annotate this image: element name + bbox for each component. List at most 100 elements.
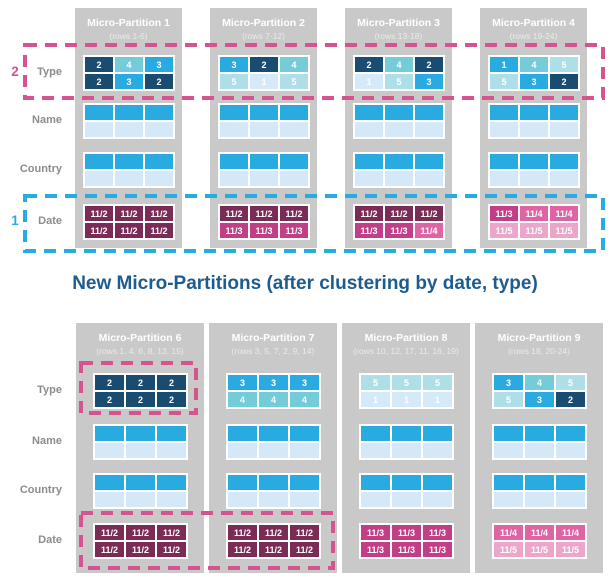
section-title: New Micro-Partitions (after clustering b…	[72, 273, 538, 294]
date-cell: 11/2	[115, 206, 143, 221]
country-cell-empty	[520, 154, 548, 169]
row-label-name-bottom: Name	[32, 435, 62, 447]
name-cell-empty	[494, 426, 523, 441]
name-cell-empty	[385, 122, 413, 137]
country-grid	[93, 473, 188, 509]
partition-header: Micro-Partition 9(rows 18, 20-24)	[475, 332, 603, 356]
partition-subtitle: (rows 1, 4, 6, 8, 13, 15)	[96, 345, 184, 356]
row-label-date-bottom: Date	[38, 534, 62, 546]
country-cell-empty	[157, 492, 186, 507]
name-cell-empty	[415, 105, 443, 120]
date-cell: 11/4	[520, 206, 548, 221]
name-cell-empty	[228, 426, 257, 441]
date-cell: 11/4	[494, 525, 523, 540]
date-cell: 11/3	[385, 223, 413, 238]
name-grid	[226, 424, 321, 460]
date-cell: 11/2	[126, 542, 155, 557]
country-cell-empty	[290, 492, 319, 507]
date-cell: 11/2	[145, 206, 173, 221]
date-cell: 11/2	[355, 206, 383, 221]
country-cell-empty	[95, 475, 124, 490]
type-cell: 4	[290, 392, 319, 407]
type-cell: 2	[85, 57, 113, 72]
country-cell-empty	[157, 475, 186, 490]
type-cell: 5	[490, 74, 518, 89]
partition-title: Micro-Partition 1	[87, 17, 170, 29]
type-cell: 3	[115, 74, 143, 89]
name-cell-empty	[95, 443, 124, 458]
country-grid	[226, 473, 321, 509]
partition-subtitle: (rows 7-12)	[242, 30, 285, 41]
name-cell-empty	[157, 443, 186, 458]
name-cell-empty	[556, 426, 585, 441]
partition-header: Micro-Partition 1(rows 1-6)	[75, 17, 182, 41]
type-cell: 4	[525, 375, 554, 390]
date-cell: 11/3	[392, 542, 421, 557]
name-grid	[359, 424, 454, 460]
country-cell-empty	[95, 492, 124, 507]
country-cell-empty	[145, 171, 173, 186]
type-cell: 5	[550, 57, 578, 72]
type-cell: 1	[490, 57, 518, 72]
date-cell: 11/2	[259, 542, 288, 557]
name-cell-empty	[145, 122, 173, 137]
type-cell: 2	[145, 74, 173, 89]
type-cell: 4	[259, 392, 288, 407]
row-label-type-bottom: Type	[37, 384, 62, 396]
name-cell-empty	[490, 105, 518, 120]
country-cell-empty	[228, 492, 257, 507]
type-cell: 3	[145, 57, 173, 72]
date-cell: 11/5	[525, 542, 554, 557]
country-cell-empty	[220, 154, 248, 169]
country-cell-empty	[385, 154, 413, 169]
name-grid	[488, 103, 580, 139]
type-cell: 2	[415, 57, 443, 72]
type-cell: 3	[520, 74, 548, 89]
name-cell-empty	[115, 122, 143, 137]
date-cell: 11/2	[415, 206, 443, 221]
name-cell-empty	[126, 443, 155, 458]
type-cell: 3	[415, 74, 443, 89]
type-cell: 5	[556, 375, 585, 390]
type-cell: 3	[259, 375, 288, 390]
country-cell-empty	[361, 475, 390, 490]
country-grid	[359, 473, 454, 509]
name-cell-empty	[520, 105, 548, 120]
country-cell-empty	[250, 171, 278, 186]
partition-subtitle: (rows 10, 12, 17, 11, 16, 19)	[353, 345, 459, 356]
name-cell-empty	[550, 105, 578, 120]
country-cell-empty	[220, 171, 248, 186]
country-grid	[353, 152, 445, 188]
type-cell: 5	[220, 74, 248, 89]
type-cell: 2	[126, 375, 155, 390]
country-cell-empty	[259, 475, 288, 490]
country-cell-empty	[355, 171, 383, 186]
partition-title: Micro-Partition 8	[364, 332, 448, 344]
name-cell-empty	[259, 443, 288, 458]
name-cell-empty	[392, 443, 421, 458]
partition-subtitle: (rows 18, 20-24)	[508, 345, 570, 356]
name-cell-empty	[250, 122, 278, 137]
type-cell: 3	[290, 375, 319, 390]
type-cell: 2	[95, 392, 124, 407]
country-cell-empty	[423, 475, 452, 490]
type-cell: 4	[115, 57, 143, 72]
country-cell-empty	[490, 171, 518, 186]
partition-title: Micro-Partition 2	[222, 17, 305, 29]
date-cell: 11/2	[228, 542, 257, 557]
partition-title: Micro-Partition 9	[497, 332, 581, 344]
date-cell: 11/5	[494, 542, 523, 557]
country-cell-empty	[556, 475, 585, 490]
country-cell-empty	[525, 492, 554, 507]
date-cell: 11/5	[550, 223, 578, 238]
